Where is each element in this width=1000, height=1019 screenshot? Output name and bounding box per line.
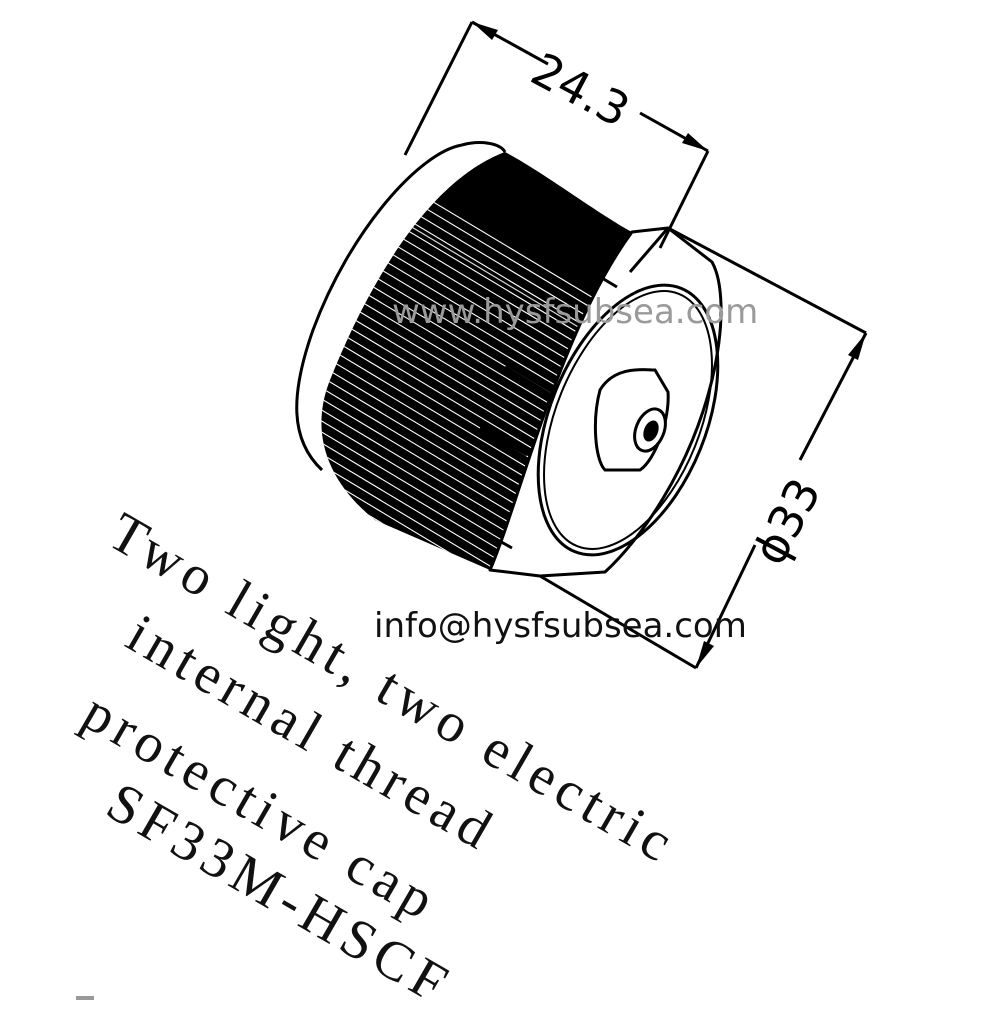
back-flange bbox=[295, 141, 507, 472]
dimension-length bbox=[403, 20, 710, 249]
watermark-url: www.hysfsubsea.com bbox=[392, 292, 759, 332]
dimension-diameter bbox=[539, 226, 868, 670]
front-face bbox=[536, 283, 720, 557]
corner-mark bbox=[76, 996, 94, 1000]
watermark-email: info@hysfsubsea.com bbox=[374, 606, 747, 646]
